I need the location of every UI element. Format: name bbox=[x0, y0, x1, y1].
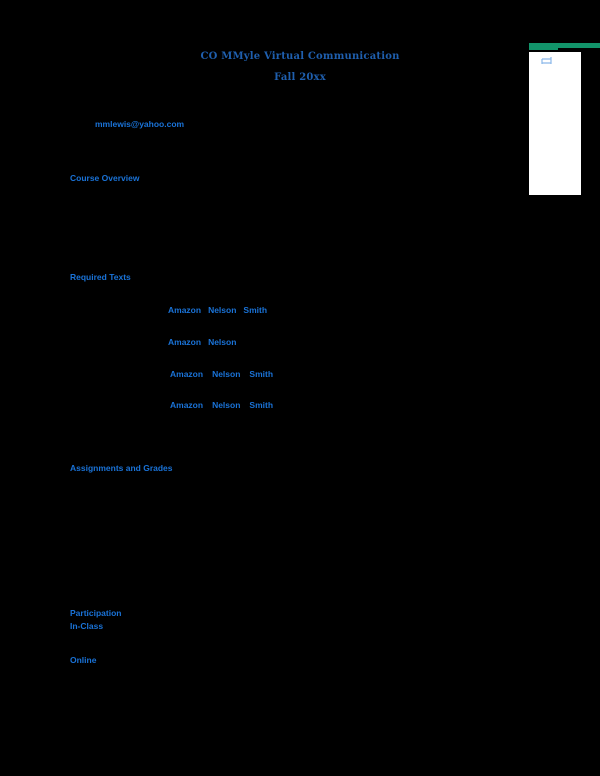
subsection-online: Online bbox=[70, 655, 97, 665]
contact-email-link[interactable]: mmlewis@yahoo.com bbox=[95, 119, 185, 129]
required-text-authors-row: Amazon Nelson Smith bbox=[170, 400, 273, 410]
document-subtitle: Fall 20xx bbox=[274, 72, 326, 83]
author-name: Smith bbox=[249, 400, 274, 410]
document-title: CO MMyle Virtual Communication bbox=[200, 51, 400, 62]
author-name: Smith bbox=[243, 305, 268, 315]
page-thumbnail-panel[interactable] bbox=[529, 52, 581, 195]
author-name: Amazon bbox=[168, 337, 202, 347]
section-heading-course-overview: Course Overview bbox=[70, 173, 140, 183]
required-text-authors-row: Amazon Nelson bbox=[168, 337, 236, 347]
section-heading-assignments-and-grades: Assignments and Grades bbox=[70, 463, 173, 473]
author-name: Nelson bbox=[212, 369, 241, 379]
bookmark-tab-icon[interactable] bbox=[541, 56, 553, 65]
section-heading-participation: Participation bbox=[70, 608, 122, 618]
section-heading-required-texts: Required Texts bbox=[70, 272, 131, 282]
author-name: Nelson bbox=[208, 337, 237, 347]
subsection-in-class: In-Class bbox=[70, 621, 104, 631]
author-name: Nelson bbox=[212, 400, 241, 410]
author-name: Amazon bbox=[168, 305, 202, 315]
author-name: Amazon bbox=[170, 400, 204, 410]
author-name: Smith bbox=[249, 369, 274, 379]
author-name: Amazon bbox=[170, 369, 204, 379]
accent-bar bbox=[529, 43, 600, 48]
required-text-authors-row: Amazon Nelson Smith bbox=[168, 305, 267, 315]
author-name: Nelson bbox=[208, 305, 237, 315]
active-tab-indicator[interactable] bbox=[529, 43, 558, 50]
required-text-authors-row: Amazon Nelson Smith bbox=[170, 369, 273, 379]
